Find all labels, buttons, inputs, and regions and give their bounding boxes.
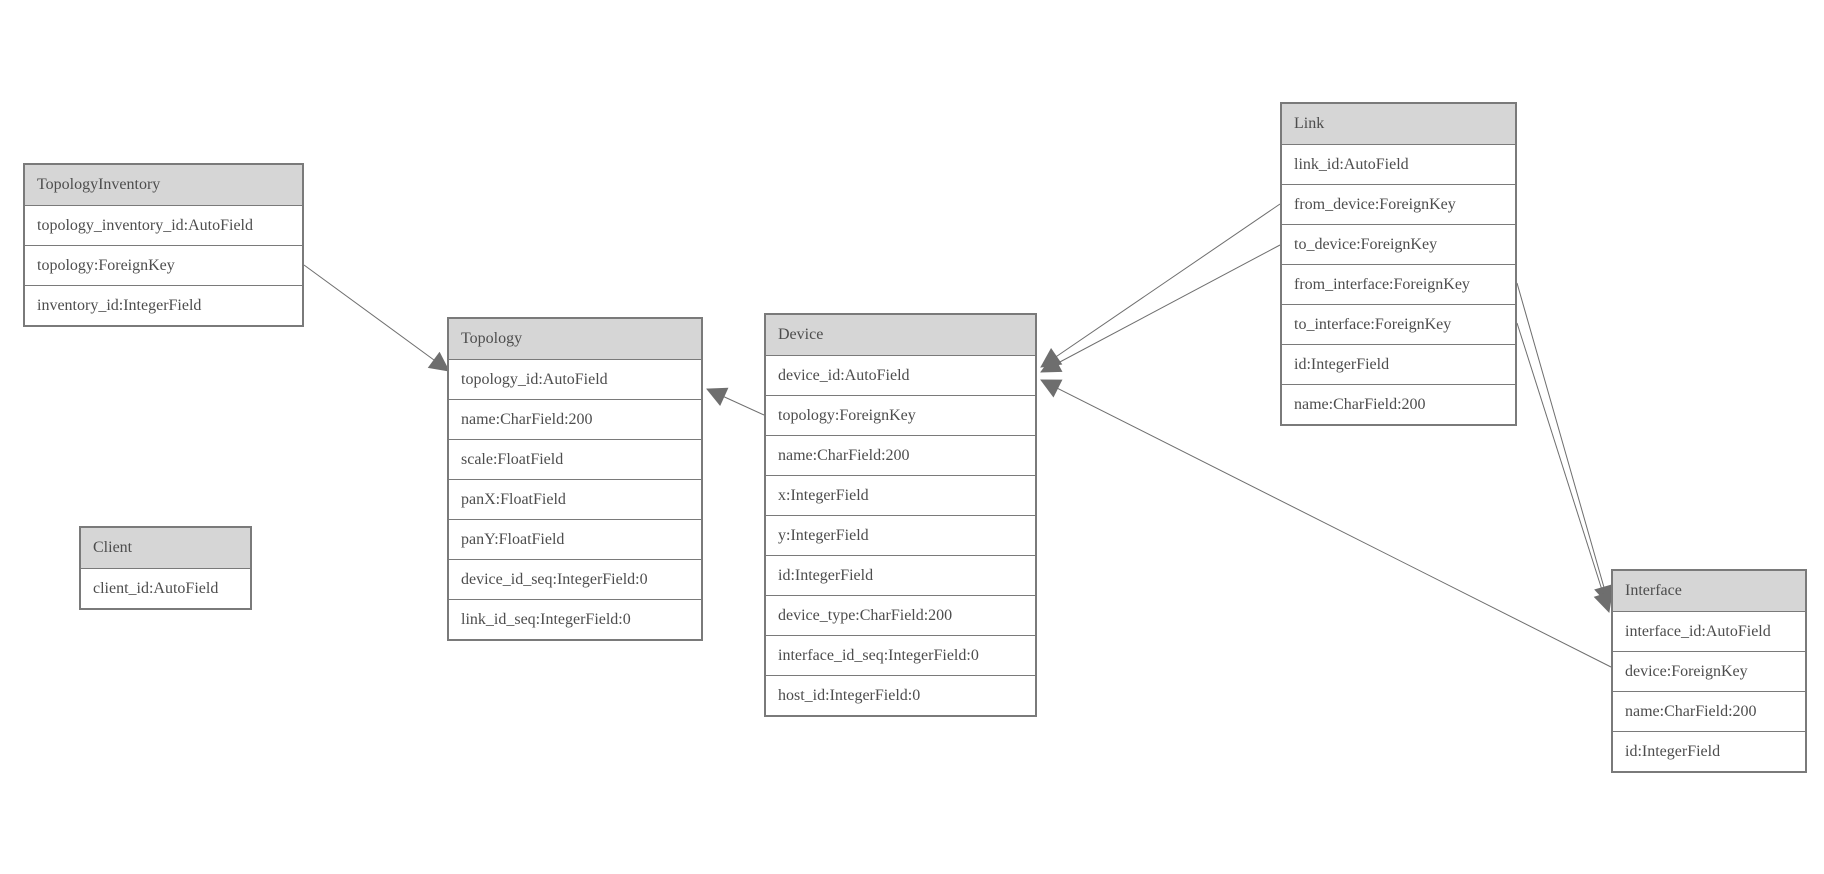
entity-topology-field-scale: scale:FloatField — [449, 439, 701, 479]
entity-topology-inventory-field-topology: topology:ForeignKey — [25, 245, 302, 285]
relation-interface-device-to-device — [1040, 379, 1612, 668]
entity-topology-field-panY: panY:FloatField — [449, 519, 701, 559]
entity-link-title: Link — [1282, 104, 1515, 144]
entity-link-field-from_interface: from_interface:ForeignKey — [1282, 264, 1515, 304]
entity-topology-inventory-field-topology_inventory_id: topology_inventory_id:AutoField — [25, 205, 302, 245]
entity-device-field-interface_id_seq: interface_id_seq:IntegerField:0 — [766, 635, 1035, 675]
entity-device-field-id: id:IntegerField — [766, 555, 1035, 595]
relation-link-to_device-to-device — [1040, 244, 1281, 373]
entity-client-field-client_id: client_id:AutoField — [81, 568, 250, 608]
entity-interface-field-interface_id: interface_id:AutoField — [1613, 611, 1805, 651]
entity-link-field-from_device: from_device:ForeignKey — [1282, 184, 1515, 224]
entity-interface-field-device: device:ForeignKey — [1613, 651, 1805, 691]
entity-topology-field-link_id_seq: link_id_seq:IntegerField:0 — [449, 599, 701, 639]
entity-topology-field-device_id_seq: device_id_seq:IntegerField:0 — [449, 559, 701, 599]
entity-device-field-host_id: host_id:IntegerField:0 — [766, 675, 1035, 715]
entity-device-field-y: y:IntegerField — [766, 515, 1035, 555]
entity-interface-title: Interface — [1613, 571, 1805, 611]
entity-topology-field-name: name:CharField:200 — [449, 399, 701, 439]
entity-link-field-to_device: to_device:ForeignKey — [1282, 224, 1515, 264]
entity-link-field-name: name:CharField:200 — [1282, 384, 1515, 424]
entity-link-field-id: id:IntegerField — [1282, 344, 1515, 384]
entity-topology-field-panX: panX:FloatField — [449, 479, 701, 519]
relation-topology-inventory-topology-to-topology — [303, 264, 450, 372]
relation-link-from_interface-to-interface — [1516, 282, 1614, 606]
entity-device-field-device_type: device_type:CharField:200 — [766, 595, 1035, 635]
entity-topology-inventory-title: TopologyInventory — [25, 165, 302, 205]
entity-topology-inventory-field-inventory_id: inventory_id:IntegerField — [25, 285, 302, 325]
relation-link-to_interface-to-interface — [1516, 322, 1613, 613]
entity-topology-field-topology_id: topology_id:AutoField — [449, 359, 701, 399]
entity-interface-field-id: id:IntegerField — [1613, 731, 1805, 771]
entity-link-field-link_id: link_id:AutoField — [1282, 144, 1515, 184]
relation-device-topology-to-topology — [706, 387, 765, 416]
entity-interface-field-name: name:CharField:200 — [1613, 691, 1805, 731]
entity-device-title: Device — [766, 315, 1035, 355]
entity-device-field-x: x:IntegerField — [766, 475, 1035, 515]
entity-client-title: Client — [81, 528, 250, 568]
entity-device-field-device_id: device_id:AutoField — [766, 355, 1035, 395]
entity-topology-title: Topology — [449, 319, 701, 359]
relation-link-from_device-to-device — [1040, 203, 1281, 368]
entity-device-field-name: name:CharField:200 — [766, 435, 1035, 475]
entity-link-field-to_interface: to_interface:ForeignKey — [1282, 304, 1515, 344]
entity-device-field-topology: topology:ForeignKey — [766, 395, 1035, 435]
